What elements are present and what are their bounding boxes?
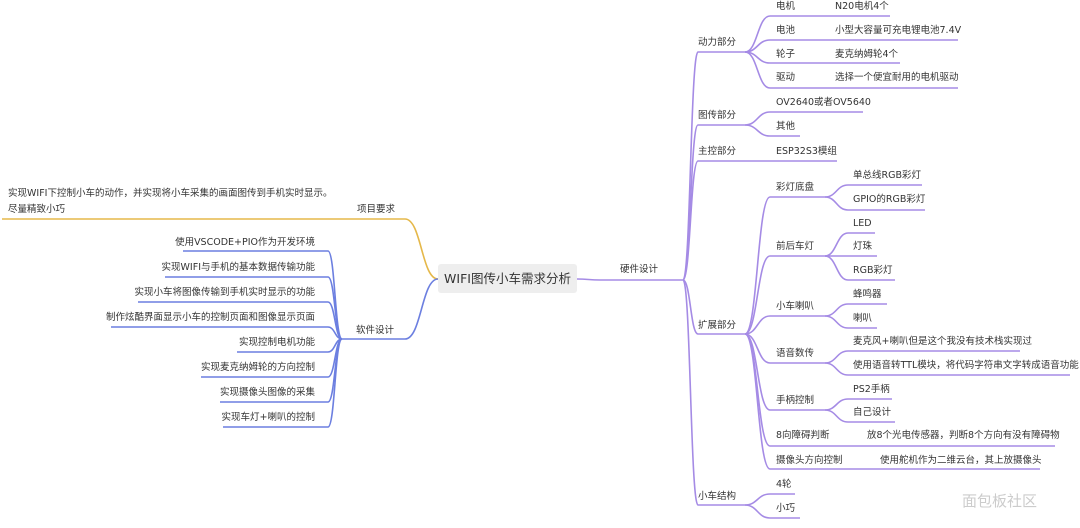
edge-ext — [744, 315, 825, 335]
edge-leaf — [824, 350, 1020, 364]
edge-hardware — [576, 278, 683, 281]
node-voice[interactable]: 语音数传 — [776, 348, 815, 359]
edge-ext — [744, 255, 825, 335]
chassis-item[interactable]: 单总线RGB彩灯 — [853, 170, 921, 181]
software-item[interactable]: 实现小车将图像传输到手机实时显示的功能 — [134, 287, 315, 298]
edge-requirement — [2, 218, 439, 280]
camera-value[interactable]: 使用舵机作为二维云台，其上放摄像头 — [880, 455, 1042, 466]
edge-leaf — [744, 111, 863, 126]
requirement-note: 尽量精致小巧 — [8, 204, 66, 215]
node-obstacle[interactable]: 8向障碍判断 — [776, 430, 830, 441]
edge-leaf — [824, 398, 892, 411]
software-item[interactable]: 使用VSCODE+PIO作为开发环境 — [175, 237, 315, 248]
edge-leaf — [824, 315, 877, 329]
power-value[interactable]: 选择一个便宜耐用的电机驱动 — [835, 72, 959, 83]
root-node[interactable]: WIFI图传小车需求分析 — [438, 264, 577, 293]
power-value[interactable]: 麦克纳姆轮4个 — [835, 49, 899, 60]
mcu-item[interactable]: ESP32S3模组 — [776, 146, 837, 157]
node-power[interactable]: 动力部分 — [698, 37, 737, 48]
node-image[interactable]: 图传部分 — [698, 110, 737, 121]
power-key[interactable]: 轮子 — [776, 49, 796, 60]
power-key[interactable]: 电机 — [776, 1, 796, 12]
edge-leaf — [744, 51, 958, 89]
edge-leaf — [824, 303, 887, 317]
power-value[interactable]: N20电机4个 — [835, 1, 889, 12]
chassis-item[interactable]: GPIO的RGB彩灯 — [853, 194, 926, 205]
software-item[interactable]: 实现摄像头图像的采集 — [219, 387, 315, 398]
lights-item[interactable]: RGB彩灯 — [853, 265, 893, 276]
watermark-logo: 面包板社区 — [962, 492, 1038, 510]
edge-leaf — [744, 39, 958, 53]
body-item[interactable]: 小巧 — [776, 503, 796, 514]
edge-leaf — [824, 362, 1070, 376]
gamepad-item[interactable]: PS2手柄 — [853, 384, 890, 395]
lights-item[interactable]: LED — [853, 218, 872, 229]
node-camera[interactable]: 摄像头方向控制 — [776, 455, 843, 466]
obstacle-value[interactable]: 放8个光电传感器，判断8个方向有没有障碍物 — [867, 430, 1060, 441]
gamepad-item[interactable]: 自己设计 — [853, 407, 892, 418]
node-mcu[interactable]: 主控部分 — [698, 146, 737, 157]
software-item[interactable]: 实现WIFI与手机的基本数据传输功能 — [161, 262, 315, 273]
edge-ext — [744, 333, 1040, 470]
image-item[interactable]: 其他 — [776, 121, 796, 132]
node-requirement[interactable]: 项目要求 — [357, 204, 396, 215]
edge-leaf — [824, 409, 895, 423]
node-hardware[interactable]: 硬件设计 — [620, 264, 659, 275]
node-horn[interactable]: 小车喇叭 — [776, 301, 815, 312]
edge-leaf — [744, 504, 800, 519]
voice-item[interactable]: 麦克风+喇叭但是这个我没有技术栈实现过 — [853, 336, 1032, 347]
edge-hardware-section — [682, 279, 745, 506]
image-item[interactable]: OV2640或者OV5640 — [776, 97, 871, 108]
horn-item[interactable]: 喇叭 — [853, 313, 873, 324]
requirement-note: 实现WIFI下控制小车的动作，并实现将小车采集的画面图传到手机实时显示。 — [8, 188, 333, 199]
edge-leaf — [824, 196, 925, 211]
node-gamepad[interactable]: 手柄控制 — [776, 395, 815, 406]
edge-software-item — [111, 326, 343, 340]
edge-ext — [744, 196, 825, 335]
edge-leaf — [824, 255, 895, 281]
lights-item[interactable]: 灯珠 — [853, 241, 873, 252]
voice-item[interactable]: 使用语音转TTL模块，将代码字符串文字转成语音功能 — [853, 360, 1079, 371]
edge-leaf — [824, 232, 875, 257]
power-key[interactable]: 驱动 — [776, 72, 796, 83]
edge-software-item — [223, 338, 343, 428]
software-item[interactable]: 实现控制电机功能 — [238, 337, 315, 348]
edge-software — [340, 278, 439, 340]
software-item[interactable]: 实现车灯+喇叭的控制 — [221, 412, 315, 423]
edge-hardware-section — [682, 279, 745, 335]
node-body[interactable]: 小车结构 — [698, 491, 737, 502]
node-lights[interactable]: 前后车灯 — [776, 241, 815, 252]
software-item[interactable]: 制作炫酷界面显示小车的控制页面和图像显示页面 — [105, 312, 315, 323]
edge-hardware-section — [682, 160, 745, 281]
node-chassis[interactable]: 彩灯底盘 — [776, 182, 815, 193]
horn-item[interactable]: 蜂鸣器 — [853, 289, 882, 300]
node-software[interactable]: 软件设计 — [356, 325, 395, 336]
node-extension[interactable]: 扩展部分 — [698, 320, 737, 331]
power-value[interactable]: 小型大容量可充电锂电池7.4V — [835, 25, 962, 36]
power-key[interactable]: 电池 — [776, 25, 796, 36]
edge-leaf — [744, 124, 800, 137]
software-item[interactable]: 实现麦克纳姆轮的方向控制 — [200, 362, 315, 373]
body-item[interactable]: 4轮 — [776, 479, 792, 490]
